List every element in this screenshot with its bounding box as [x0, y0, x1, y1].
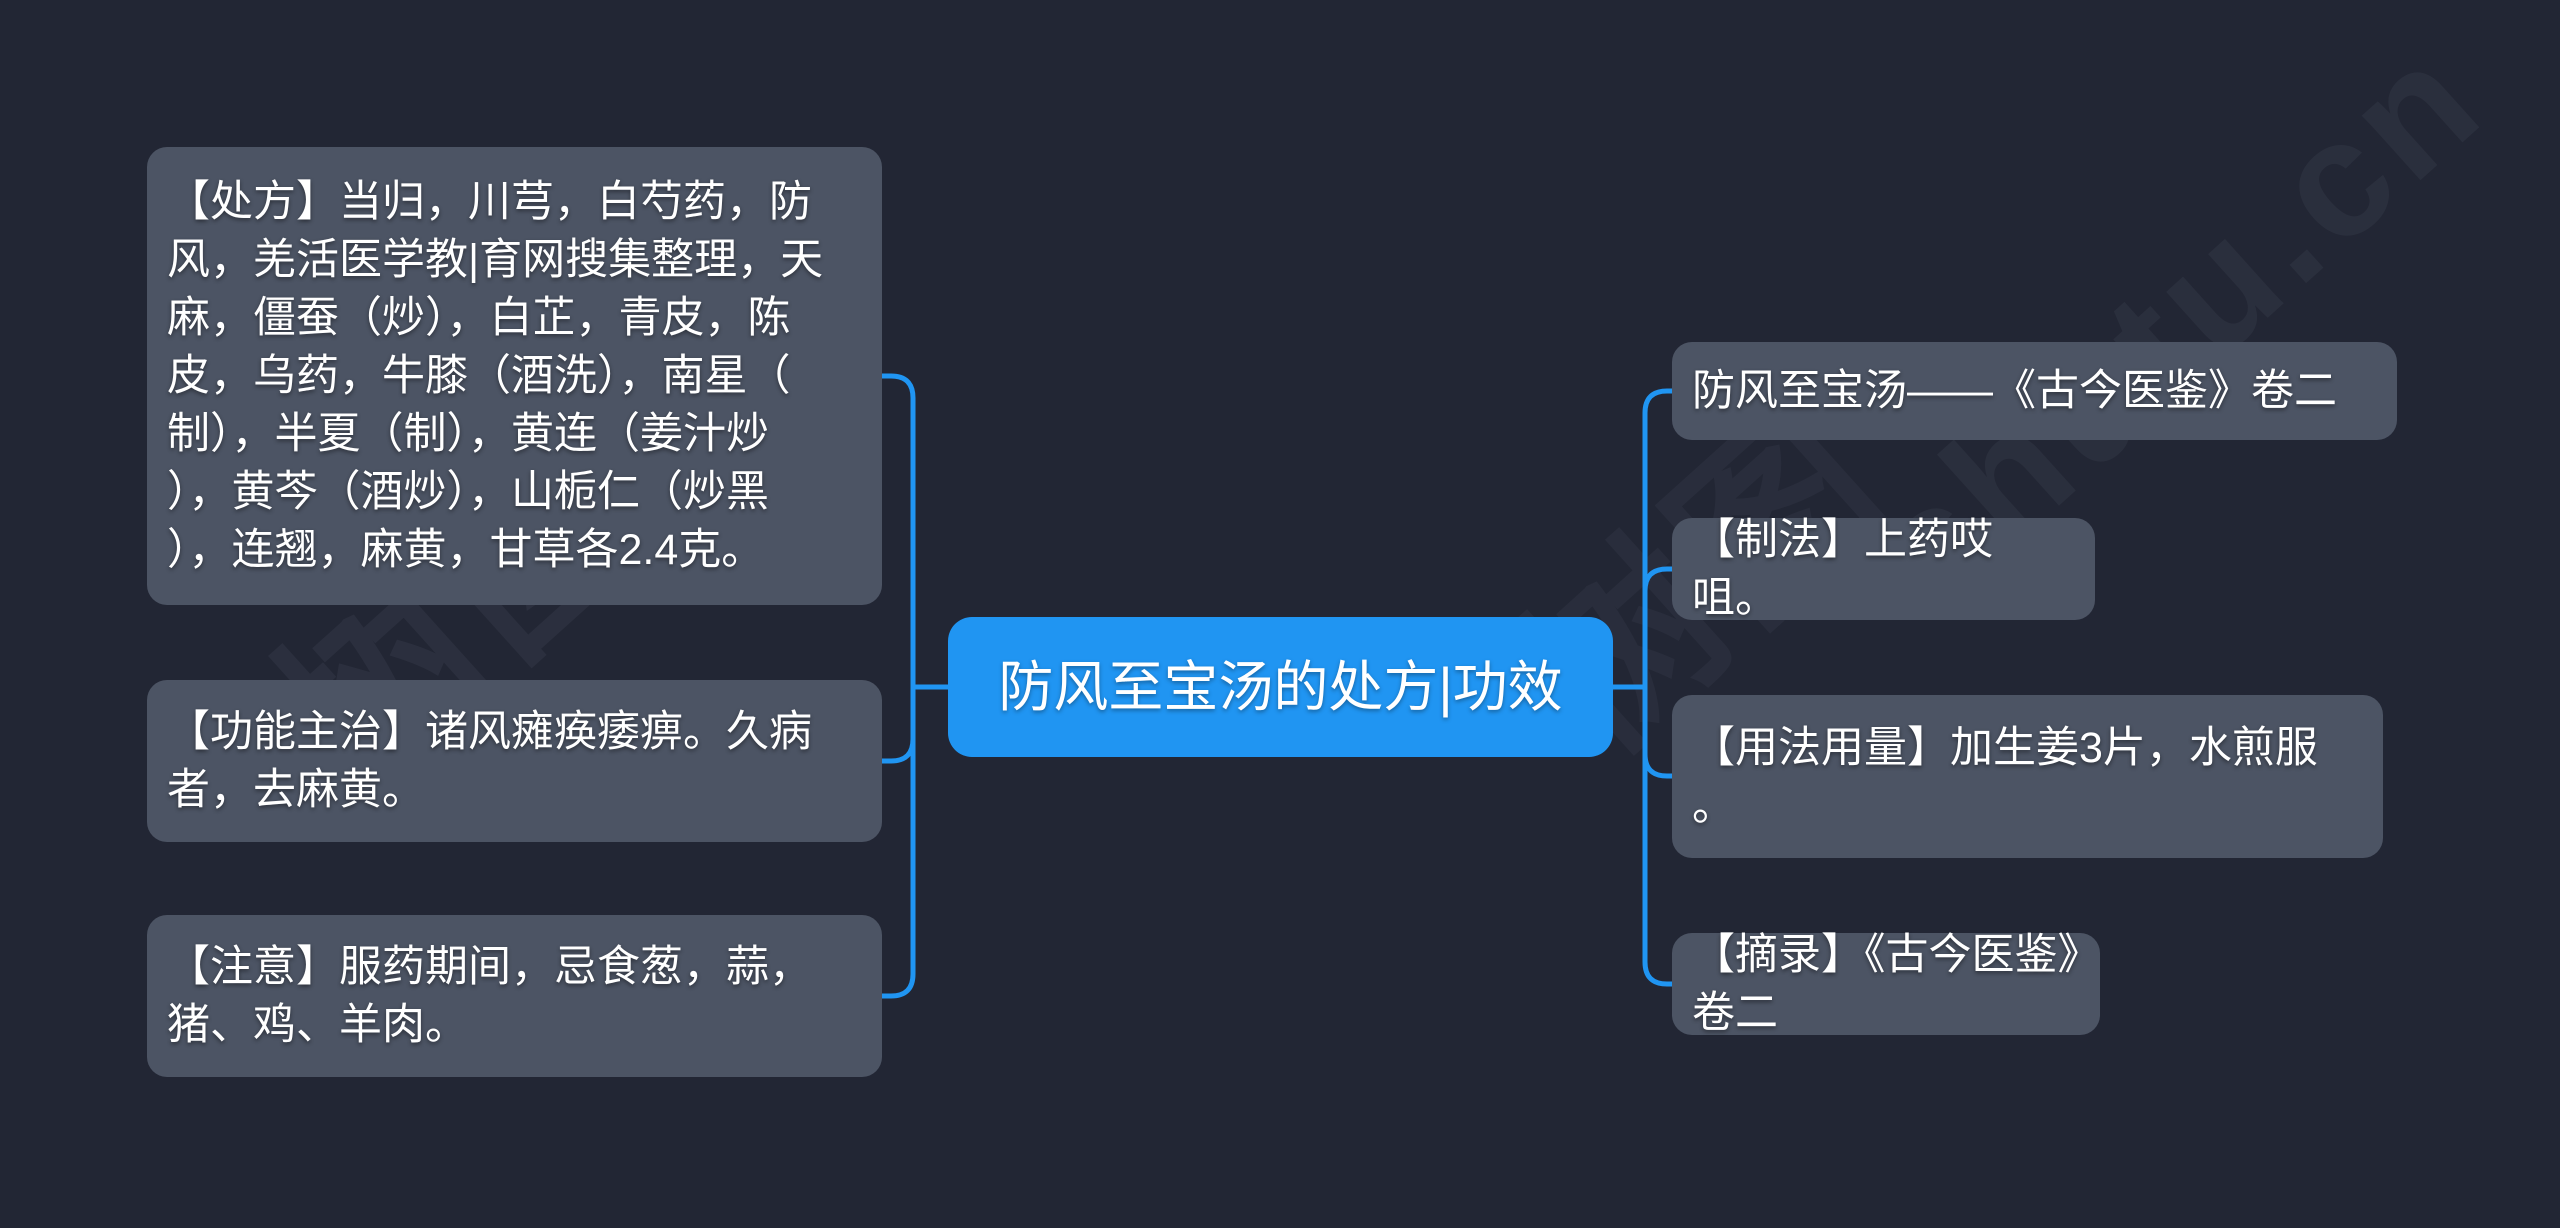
branch-node-indications[interactable]: 【功能主治】诸风瘫痪痿痹。久病 者，去麻黄。	[147, 680, 882, 842]
branch-node-excerpt-text: 【摘录】《古今医鉴》卷二	[1692, 931, 2079, 1037]
branch-node-dosage[interactable]: 【用法用量】加生姜3片，水煎服 。	[1672, 695, 2383, 858]
connector-left-top	[879, 373, 916, 690]
branch-node-caution-text: 【注意】服药期间，忌食葱，蒜， 猪、鸡、羊肉。	[167, 943, 812, 1049]
branch-node-caution[interactable]: 【注意】服药期间，忌食葱，蒜， 猪、鸡、羊肉。	[147, 915, 882, 1077]
branch-node-prescription-text: 【处方】当归，川芎，白芍药，防 风，羌活医学教|育网搜集整理，天 麻，僵蚕（炒）…	[167, 178, 824, 574]
branch-node-preparation-text: 【制法】上药哎咀。	[1692, 516, 1993, 622]
connector-right-1	[1642, 388, 1675, 690]
connector-left-bottom	[879, 684, 916, 999]
branch-node-preparation[interactable]: 【制法】上药哎咀。	[1672, 516, 2095, 622]
branch-node-excerpt[interactable]: 【摘录】《古今医鉴》卷二	[1672, 931, 2100, 1037]
branch-node-source-title-text: 防风至宝汤——《古今医鉴》卷二	[1692, 367, 2337, 415]
connector-right-3	[1642, 751, 1675, 779]
connector-right-2	[1642, 566, 1675, 594]
branch-node-prescription[interactable]: 【处方】当归，川芎，白芍药，防 风，羌活医学教|育网搜集整理，天 麻，僵蚕（炒）…	[147, 147, 882, 605]
connector-right-4	[1642, 684, 1675, 987]
root-node-label: 防风至宝汤的处方|功效	[998, 656, 1563, 718]
branch-node-indications-text: 【功能主治】诸风瘫痪痿痹。久病 者，去麻黄。	[167, 708, 812, 814]
branch-node-source-title[interactable]: 防风至宝汤——《古今医鉴》卷二	[1672, 342, 2397, 440]
branch-node-dosage-text: 【用法用量】加生姜3片，水煎服 。	[1692, 723, 2318, 830]
connector-left-mid	[879, 736, 916, 764]
root-node[interactable]: 防风至宝汤的处方|功效	[948, 617, 1613, 757]
